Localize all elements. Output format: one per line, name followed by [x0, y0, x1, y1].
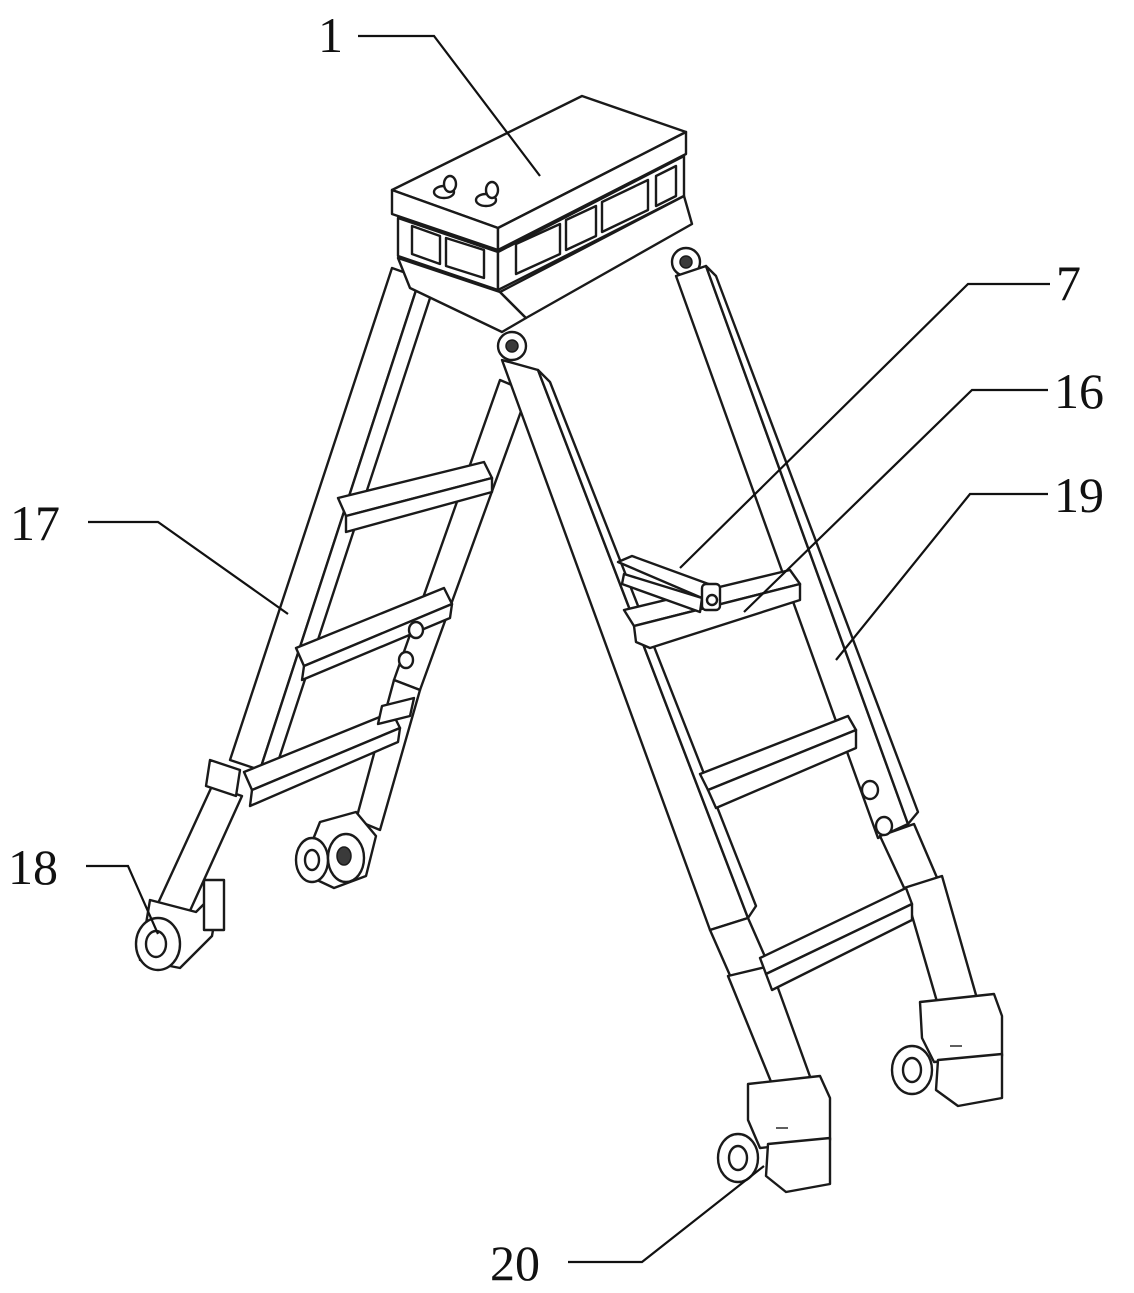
label-18: 18: [8, 839, 58, 895]
right-frame: [500, 264, 1004, 1194]
leader-7: [679, 282, 1050, 569]
left-frame: [134, 266, 530, 972]
leader-19: [835, 492, 1048, 661]
top-knob: [474, 180, 500, 208]
leader-17: [88, 520, 289, 615]
part-labels: 1 7 16 17 19 18 20: [8, 7, 1104, 1291]
fold-handle: [616, 554, 722, 614]
label-17: 17: [10, 495, 60, 551]
label-1: 1: [318, 7, 343, 63]
leader-18: [86, 864, 160, 935]
left-wheel: [134, 878, 226, 972]
back-right-foot: [890, 992, 1004, 1108]
top-box: [390, 94, 702, 362]
right-foot: [716, 1074, 832, 1194]
top-knob: [432, 174, 458, 200]
label-19: 19: [1054, 467, 1104, 523]
label-7: 7: [1056, 255, 1081, 311]
leader-20: [568, 1165, 765, 1264]
label-16: 16: [1054, 363, 1104, 419]
inner-left-wheel: [294, 810, 378, 890]
leader-16: [743, 388, 1048, 613]
label-20: 20: [490, 1235, 540, 1291]
leader-1: [358, 34, 541, 177]
leader-lines: [86, 34, 1050, 1264]
